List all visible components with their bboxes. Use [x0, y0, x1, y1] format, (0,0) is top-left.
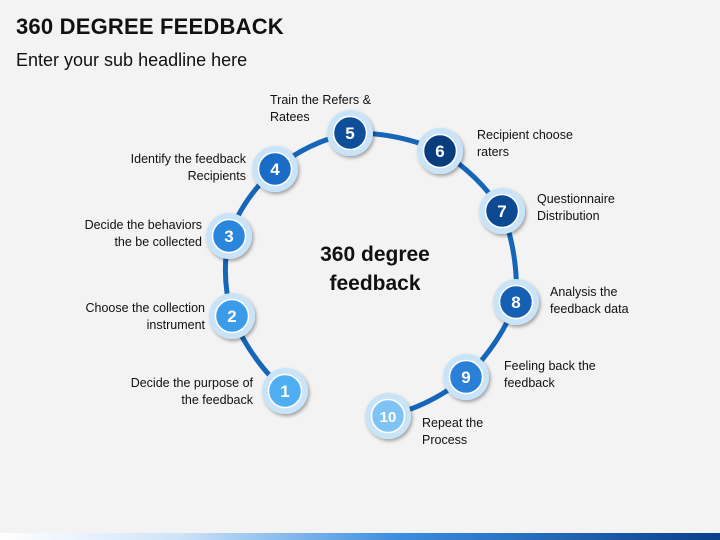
- step-circle-4: [257, 151, 293, 187]
- step-node-4: 4: [252, 146, 298, 192]
- step-circle-1: [267, 373, 303, 409]
- step-circle-9: [448, 359, 484, 395]
- step-node-6: 6: [417, 128, 463, 174]
- step-label-8: Analysis the feedback data: [550, 285, 629, 316]
- step-node-5: 5: [327, 110, 373, 156]
- page-subtitle: Enter your sub headline here: [16, 50, 248, 70]
- step-number-6: 6: [435, 142, 444, 161]
- step-label-3: Decide the behaviors the be collected: [84, 218, 202, 249]
- step-label-1: Decide the purpose of the feedback: [130, 376, 253, 407]
- center-label-line1: 360 degree: [320, 243, 430, 266]
- step-node-10: 10: [365, 393, 411, 439]
- step-label-9: Feeling back the feedback: [504, 359, 596, 390]
- step-number-4: 4: [270, 160, 280, 179]
- step-node-2: 2: [209, 293, 255, 339]
- step-label-10: Repeat the Process: [422, 416, 484, 447]
- step-label-5: Train the Refers & Ratees: [270, 93, 371, 124]
- step-circle-2: [214, 298, 250, 334]
- step-node-9: 9: [443, 354, 489, 400]
- step-node-8: 8: [493, 279, 539, 325]
- step-circle-7: [484, 193, 520, 229]
- bottom-accent-bar: [0, 533, 720, 540]
- step-number-1: 1: [280, 382, 289, 401]
- cycle-arc: [222, 130, 519, 419]
- step-circle-6: [422, 133, 458, 169]
- step-number-10: 10: [380, 409, 397, 426]
- step-circle-10: [370, 398, 406, 434]
- step-number-2: 2: [227, 307, 236, 326]
- step-number-8: 8: [511, 293, 520, 312]
- step-circle-5: [332, 115, 368, 151]
- step-circle-3: [211, 218, 247, 254]
- page-title: 360 DEGREE FEEDBACK: [16, 14, 284, 39]
- step-node-1: 1: [262, 368, 308, 414]
- step-label-7: Questionnaire Distribution: [537, 192, 615, 223]
- step-node-3: 3: [206, 213, 252, 259]
- step-label-4: Identify the feedback Recipients: [130, 152, 246, 183]
- step-label-6: Recipient choose raters: [477, 128, 573, 159]
- center-label-line2: feedback: [329, 272, 421, 295]
- center-label: 360 degree feedback: [290, 240, 460, 298]
- step-number-3: 3: [224, 227, 233, 246]
- step-number-9: 9: [461, 368, 470, 387]
- step-number-5: 5: [345, 124, 354, 143]
- step-node-7: 7: [479, 188, 525, 234]
- step-number-7: 7: [497, 202, 506, 221]
- step-circle-8: [498, 284, 534, 320]
- step-label-2: Choose the collection instrument: [85, 301, 205, 332]
